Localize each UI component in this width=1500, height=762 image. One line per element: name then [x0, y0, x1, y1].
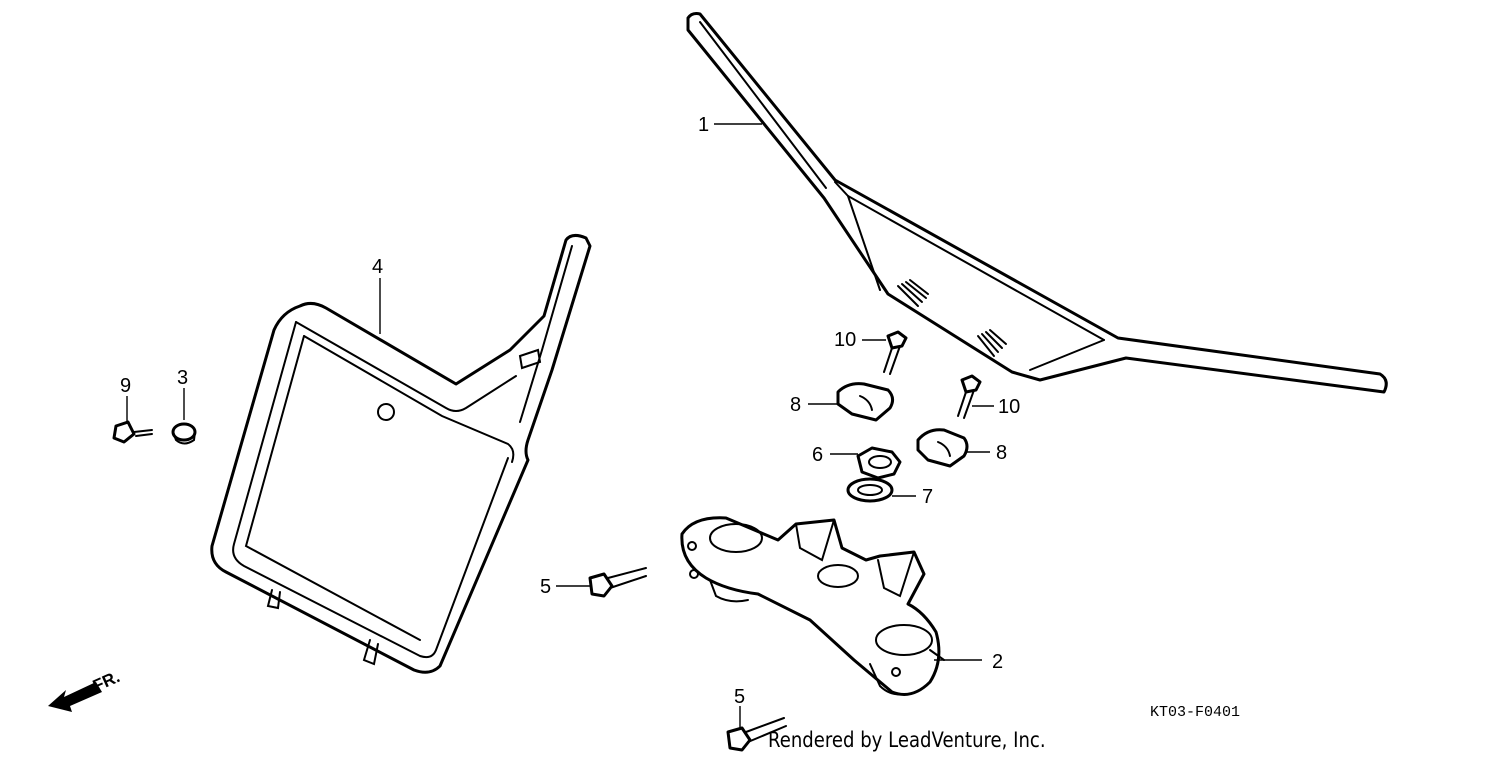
bolt-icon	[112, 420, 153, 444]
callout-8: 8	[790, 394, 801, 416]
callout-5: 5	[734, 686, 745, 708]
flange-bolt-icon	[726, 717, 787, 752]
callout-3: 3	[177, 367, 188, 389]
callout-5: 5	[540, 576, 551, 598]
front-label: FR.	[90, 667, 123, 695]
front-arrow-icon: FR.	[48, 667, 123, 712]
callout-labels: 1 4 10 3 9 8 10 6 8 7 5 2 5	[120, 114, 1020, 708]
flange-bolt-icon	[588, 567, 647, 598]
bolt-icon	[883, 330, 908, 375]
handlebar-icon	[686, 12, 1388, 394]
collar-icon	[171, 422, 197, 445]
render-credit: Rendered by LeadVenture, Inc.	[768, 728, 1046, 752]
callout-6: 6	[812, 444, 823, 466]
leader-lines	[126, 123, 994, 728]
grip-knurl-icon	[897, 279, 1007, 357]
handlebar-holder-icon	[836, 382, 895, 422]
top-bridge-icon	[680, 516, 945, 696]
callout-4: 4	[372, 256, 383, 278]
callout-10: 10	[998, 396, 1020, 418]
diagram-code: KT03-F0401	[1150, 704, 1241, 721]
steering-stem-nut-icon	[856, 446, 902, 480]
bolt-icon	[957, 374, 982, 419]
callout-2: 2	[992, 651, 1003, 673]
callout-1: 1	[698, 114, 709, 136]
number-plate-icon	[210, 233, 592, 674]
callout-10: 10	[834, 329, 856, 351]
handlebar-holder-icon	[916, 428, 969, 468]
callout-7: 7	[922, 486, 933, 508]
washer-icon	[846, 477, 894, 503]
callout-9: 9	[120, 375, 131, 397]
callout-8: 8	[996, 442, 1007, 464]
